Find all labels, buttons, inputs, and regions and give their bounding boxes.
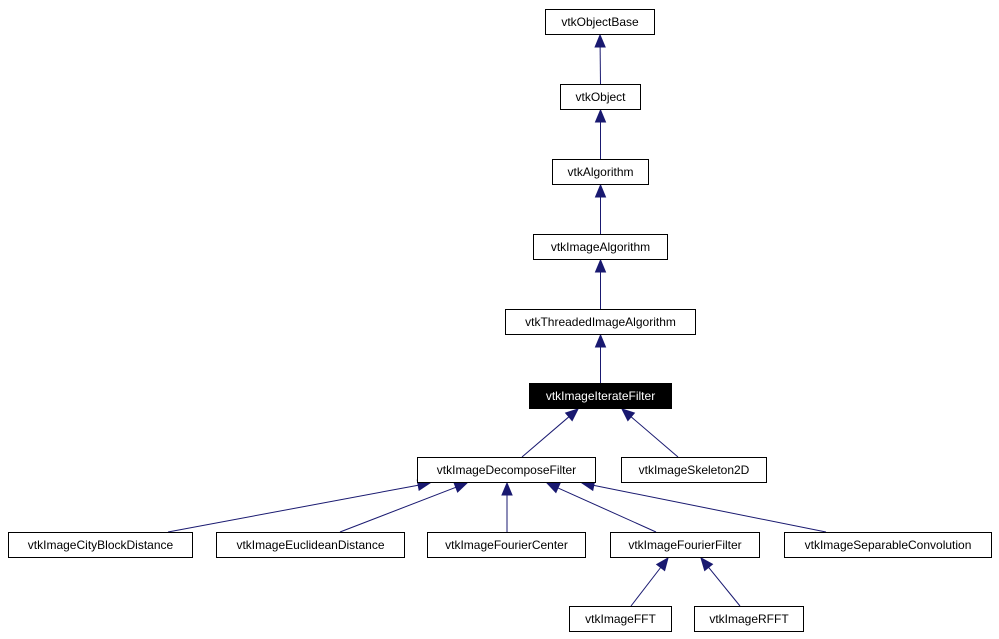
edge-line xyxy=(593,484,827,533)
edge-vtkImageRFFT-to-vtkImageFourierFilter xyxy=(700,556,741,607)
edge-line xyxy=(167,484,419,533)
node-vtkObject[interactable]: vtkObject xyxy=(560,84,641,110)
edge-arrowhead xyxy=(655,556,669,572)
edge-vtkImageAlgorithm-to-vtkAlgorithm xyxy=(594,183,607,234)
edge-arrowhead xyxy=(700,556,714,572)
edge-vtkImageSkeleton2D-to-vtkImageIterateFilter xyxy=(621,408,679,458)
edge-arrowhead xyxy=(594,33,606,48)
node-vtkObjectBase[interactable]: vtkObjectBase xyxy=(545,9,655,35)
node-vtkImageIterateFilter: vtkImageIterateFilter xyxy=(529,383,672,409)
node-vtkAlgorithm[interactable]: vtkAlgorithm xyxy=(552,159,649,185)
edge-arrowhead xyxy=(545,482,561,494)
node-vtkImageCityBlockDistance[interactable]: vtkImageCityBlockDistance xyxy=(8,532,193,558)
edge-vtkAlgorithm-to-vtkObject xyxy=(594,108,607,159)
edge-vtkImageFourierCenter-to-vtkImageDecomposeFilter xyxy=(501,481,513,532)
node-vtkImageSeparableConvolution[interactable]: vtkImageSeparableConvolution xyxy=(784,532,992,558)
edge-vtkImageFourierFilter-to-vtkImageDecomposeFilter xyxy=(545,482,657,533)
edge-arrowhead xyxy=(564,408,579,422)
edge-line xyxy=(708,566,741,607)
edge-arrowhead xyxy=(453,482,469,493)
edge-vtkImageIterateFilter-to-vtkThreadedImageAlgorithm xyxy=(594,333,607,383)
edge-vtkThreadedImageAlgorithm-to-vtkImageAlgorithm xyxy=(594,258,607,309)
edge-vtkImageFFT-to-vtkImageFourierFilter xyxy=(630,556,669,607)
edge-arrowhead xyxy=(594,333,607,348)
edge-line xyxy=(630,567,662,607)
edge-vtkImageDecomposeFilter-to-vtkImageIterateFilter xyxy=(521,408,579,458)
edge-vtkImageEuclideanDistance-to-vtkImageDecomposeFilter xyxy=(339,482,469,533)
node-vtkImageAlgorithm[interactable]: vtkImageAlgorithm xyxy=(533,234,668,260)
edge-vtkImageSeparableConvolution-to-vtkImageDecomposeFilter xyxy=(580,479,827,533)
node-vtkImageEuclideanDistance[interactable]: vtkImageEuclideanDistance xyxy=(216,532,405,558)
edge-line xyxy=(339,486,456,533)
edge-line xyxy=(630,416,679,458)
edge-line xyxy=(557,487,657,533)
edge-arrowhead xyxy=(594,183,607,198)
node-vtkImageDecomposeFilter[interactable]: vtkImageDecomposeFilter xyxy=(417,457,596,483)
edge-line xyxy=(521,416,570,458)
edge-vtkImageCityBlockDistance-to-vtkImageDecomposeFilter xyxy=(167,479,432,533)
edge-arrowhead xyxy=(594,258,607,273)
node-vtkThreadedImageAlgorithm[interactable]: vtkThreadedImageAlgorithm xyxy=(505,309,696,335)
edge-arrowhead xyxy=(594,108,607,123)
edge-arrowhead xyxy=(501,481,513,496)
edge-arrowhead xyxy=(621,408,636,422)
node-vtkImageFourierCenter[interactable]: vtkImageFourierCenter xyxy=(427,532,586,558)
node-vtkImageFourierFilter[interactable]: vtkImageFourierFilter xyxy=(610,532,760,558)
edge-vtkObject-to-vtkObjectBase xyxy=(594,33,606,85)
node-vtkImageRFFT[interactable]: vtkImageRFFT xyxy=(694,606,804,632)
node-vtkImageFFT[interactable]: vtkImageFFT xyxy=(569,606,672,632)
node-vtkImageSkeleton2D[interactable]: vtkImageSkeleton2D xyxy=(621,457,767,483)
